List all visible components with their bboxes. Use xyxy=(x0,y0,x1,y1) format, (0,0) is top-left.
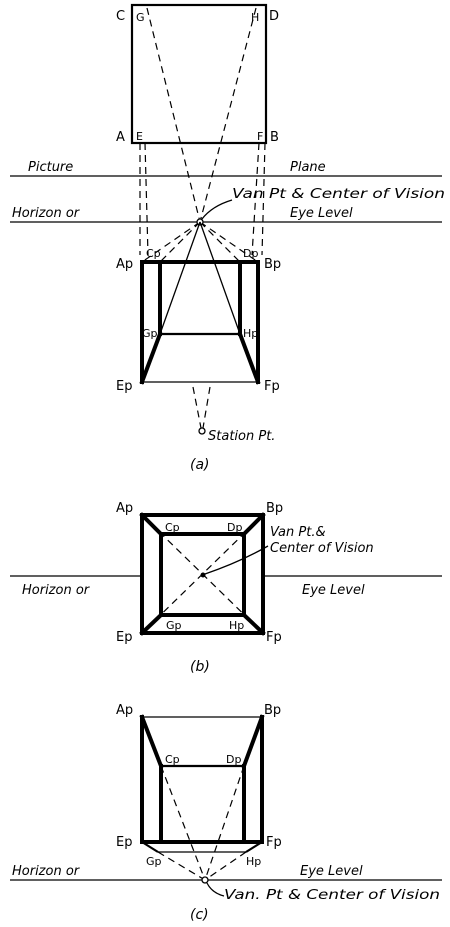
label-f: F xyxy=(257,130,263,143)
vp-leader-c xyxy=(206,882,225,897)
label-fp-b: Fp xyxy=(266,630,282,645)
label-vanishing-point-a: Van Pt & Center of Vision xyxy=(232,187,445,202)
label-gp-c: Gp xyxy=(146,855,162,868)
projector-h xyxy=(199,7,257,223)
vanishing-point-c xyxy=(201,876,209,884)
label-h: H xyxy=(251,11,259,24)
caption-c: (c) xyxy=(190,907,209,923)
floor-right-c xyxy=(245,841,263,853)
label-cp-b: Cp xyxy=(165,521,180,534)
label-ap: Ap xyxy=(116,257,133,272)
vp-ray-cp xyxy=(159,221,201,263)
vanishing-point-b xyxy=(200,572,206,578)
label-van-b-1: Van Pt.& xyxy=(270,525,326,540)
label-ap-b: Ap xyxy=(116,501,133,516)
figure-b: Ap Bp Cp Dp Van Pt.& Center of Vision Ho… xyxy=(10,501,442,675)
vp-leader-a xyxy=(201,199,233,220)
station-ray-left xyxy=(192,386,202,429)
figure-c: Ap Bp Cp Dp Ep Fp Gp Hp Horizon or Eye L… xyxy=(10,703,442,923)
left-receding-edge xyxy=(139,331,163,385)
vp-leader-b xyxy=(204,545,269,575)
label-fp-c: Fp xyxy=(266,835,282,850)
right-receding-edge xyxy=(237,331,261,385)
inner-square xyxy=(159,532,246,617)
label-picture: Picture xyxy=(28,160,73,175)
label-dp: Dp xyxy=(243,247,258,260)
station-ray-right xyxy=(202,386,211,429)
vp-line-hp xyxy=(199,221,241,335)
vp-line-gp xyxy=(159,221,201,335)
label-ep: Ep xyxy=(116,379,132,394)
label-van-b-2: Center of Vision xyxy=(270,541,374,556)
left-receding-edge-c xyxy=(139,714,164,769)
vp-ray-hp-c xyxy=(204,851,247,881)
caption-b: (b) xyxy=(190,659,210,675)
label-eye-level-a: Eye Level xyxy=(290,206,353,221)
label-horizon-b: Horizon or xyxy=(22,583,91,598)
label-ep-b: Ep xyxy=(116,630,132,645)
label-e: E xyxy=(136,130,143,143)
right-receding-edge-c xyxy=(241,714,265,769)
label-horizon-c: Horizon or xyxy=(12,864,81,879)
label-horizon-a: Horizon or xyxy=(12,206,81,221)
vp-ray-dp-c xyxy=(204,765,245,881)
label-d: D xyxy=(269,9,279,24)
plan-rectangle xyxy=(130,3,268,145)
label-gp: Gp xyxy=(142,327,158,340)
figure-a: C G H D A E F B Picture Plane Van Pt & C… xyxy=(10,3,445,473)
outer-square xyxy=(140,513,265,635)
projector-f xyxy=(261,142,266,256)
label-eye-level-c: Eye Level xyxy=(300,864,363,879)
label-bp-b: Bp xyxy=(266,501,283,516)
label-hp: Hp xyxy=(243,327,258,340)
caption-a: (a) xyxy=(190,457,210,473)
vp-ray-gp-c xyxy=(157,851,206,881)
projector-g xyxy=(146,7,201,223)
label-dp-c: Dp xyxy=(226,753,241,766)
vp-ray-dp xyxy=(199,221,241,263)
label-ep-c: Ep xyxy=(116,835,132,850)
projector-e xyxy=(144,142,149,256)
label-fp: Fp xyxy=(264,379,280,394)
label-cp-c: Cp xyxy=(165,753,180,766)
label-gp-b: Gp xyxy=(166,619,182,632)
label-plane: Plane xyxy=(290,160,326,175)
projector-b xyxy=(251,142,260,256)
label-bp: Bp xyxy=(264,257,281,272)
label-vanishing-point-c: Van. Pt & Center of Vision xyxy=(224,888,440,903)
label-dp-b: Dp xyxy=(227,521,242,534)
label-g: G xyxy=(136,11,145,24)
station-point xyxy=(198,427,206,435)
label-eye-level-b: Eye Level xyxy=(302,583,365,598)
floor-left-c xyxy=(141,841,159,853)
label-c: C xyxy=(116,9,125,24)
label-station-point: Station Pt. xyxy=(208,429,275,444)
label-hp-c: Hp xyxy=(246,855,261,868)
label-b: B xyxy=(270,130,279,145)
label-hp-b: Hp xyxy=(229,619,244,632)
vp-ray-cp-c xyxy=(160,765,206,881)
label-a: A xyxy=(116,130,125,145)
label-cp: Cp xyxy=(146,247,161,260)
label-bp-c: Bp xyxy=(264,703,281,718)
label-ap-c: Ap xyxy=(116,703,133,718)
